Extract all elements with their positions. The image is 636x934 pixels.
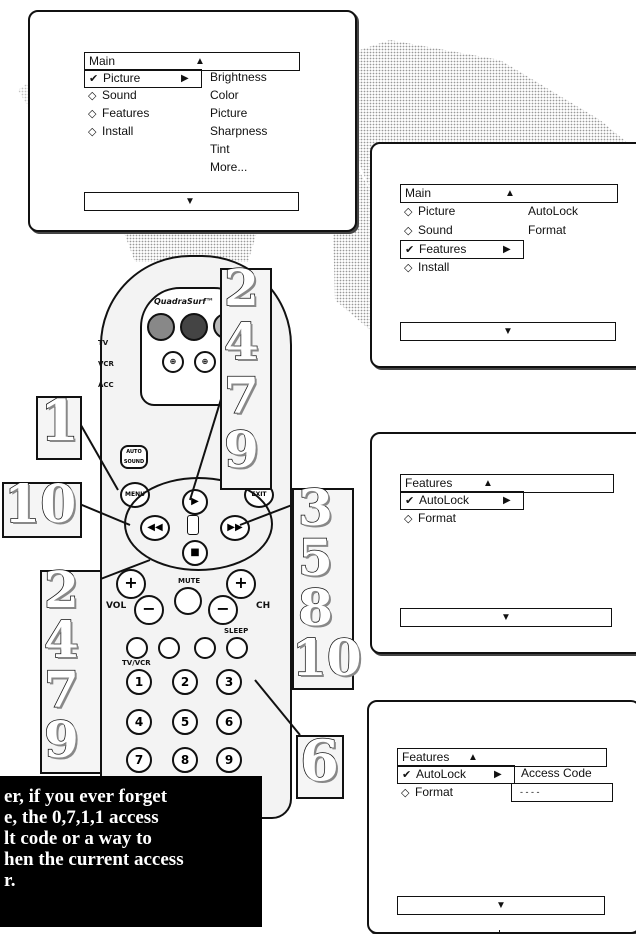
step-number-top-7: 7 (224, 366, 259, 425)
note-line-3: lt code or a way to (4, 828, 152, 849)
step-number-1: 1 (40, 388, 79, 454)
step-number-6: 6 (300, 728, 339, 794)
note-line-2: e, the 0,7,1,1 access (4, 807, 159, 828)
note-line-1: er, if you ever forget (4, 786, 167, 807)
step-number-top-2: 2 (224, 258, 259, 317)
step-number-left-9: 9 (44, 710, 79, 769)
step-number-right-10: 10 (292, 628, 362, 687)
note-line-4: hen the current access (4, 849, 184, 870)
note-line-5: r. (4, 870, 15, 891)
access-code-note: er, if you ever forget e, the 0,7,1,1 ac… (0, 776, 262, 927)
screen-stand-line (499, 930, 500, 934)
step-number-top-4: 4 (224, 312, 259, 371)
step-number-top-9: 9 (224, 420, 259, 479)
step-number-10: 10 (4, 474, 76, 535)
